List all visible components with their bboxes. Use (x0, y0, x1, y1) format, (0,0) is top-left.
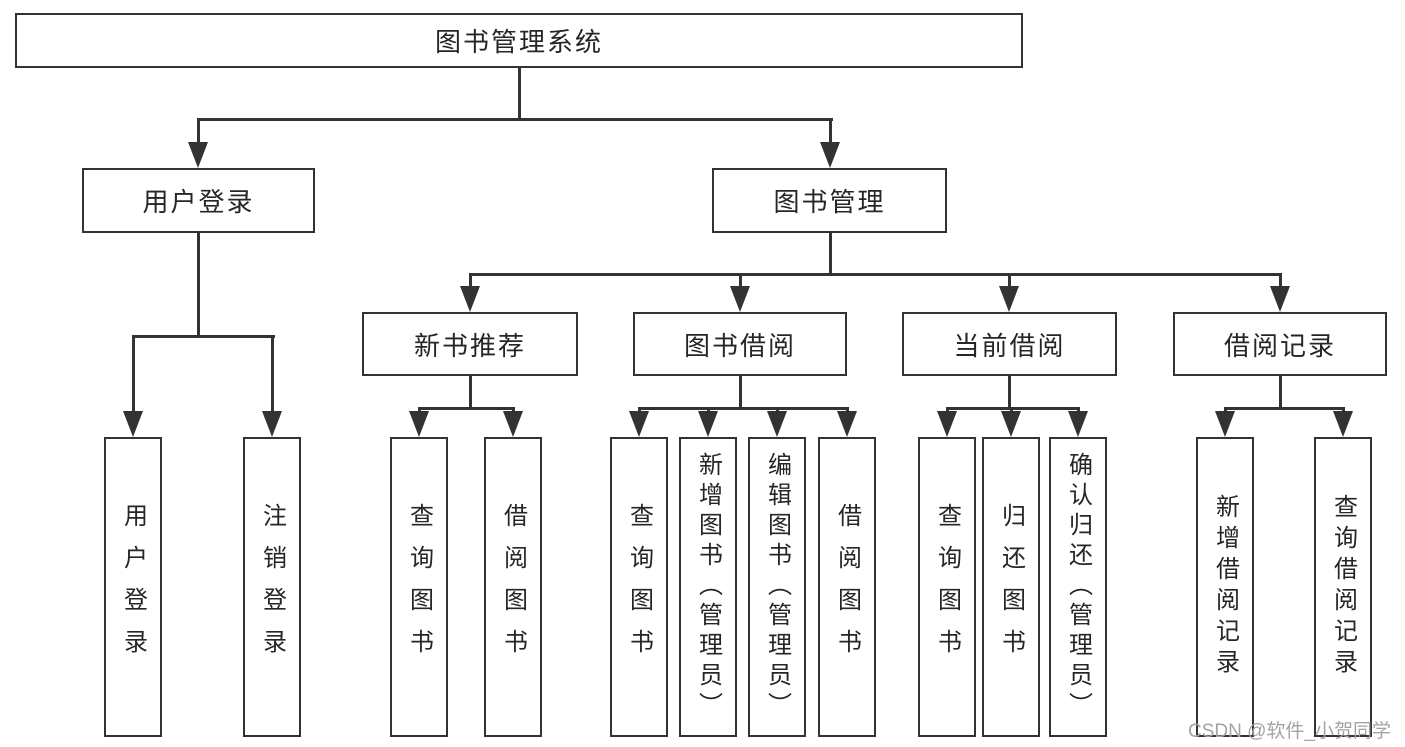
node-root: 图书管理系统 (15, 13, 1023, 68)
node-user-login: 用户登录 (82, 168, 315, 233)
arrow-down-icon (1333, 411, 1353, 437)
node-borrow-record: 借阅记录 (1173, 312, 1387, 376)
arrow-down-icon (123, 411, 143, 437)
connector-line (518, 68, 521, 120)
node-new-book-recommend: 新书推荐 (362, 312, 578, 376)
leaf-bb-add-books-admin: 新增图书（管理员） (679, 437, 737, 737)
connector-line (829, 118, 832, 146)
arrow-down-icon (1068, 411, 1088, 437)
arrow-down-icon (1270, 286, 1290, 312)
node-book-management: 图书管理 (712, 168, 947, 233)
arrow-down-icon (629, 411, 649, 437)
arrow-down-icon (409, 411, 429, 437)
connector-line (739, 374, 742, 410)
leaf-cb-query-books: 查询图书 (918, 437, 976, 737)
connector-line (1008, 374, 1011, 410)
leaf-logout: 注销登录 (243, 437, 301, 737)
connector-line (197, 118, 200, 146)
leaf-cb-return-books: 归还图书 (982, 437, 1040, 737)
leaf-bb-borrow-books: 借阅图书 (818, 437, 876, 737)
connector-line (1008, 273, 1011, 289)
connector-line (132, 335, 135, 415)
leaf-bb-query-books: 查询图书 (610, 437, 668, 737)
leaf-cb-confirm-return-admin: 确认归还（管理员） (1049, 437, 1107, 737)
connector-line (469, 273, 472, 289)
leaf-br-query-record: 查询借阅记录 (1314, 437, 1372, 737)
connector-line (469, 273, 1282, 276)
connector-line (132, 335, 275, 338)
arrow-down-icon (999, 286, 1019, 312)
connector-line (739, 273, 742, 289)
arrow-down-icon (937, 411, 957, 437)
node-book-borrow: 图书借阅 (633, 312, 847, 376)
node-current-borrow: 当前借阅 (902, 312, 1117, 376)
connector-line (197, 118, 833, 121)
connector-line (197, 233, 200, 337)
arrow-down-icon (698, 411, 718, 437)
leaf-br-add-record: 新增借阅记录 (1196, 437, 1254, 737)
leaf-nb-query-books: 查询图书 (390, 437, 448, 737)
arrow-down-icon (262, 411, 282, 437)
connector-line (638, 407, 849, 410)
arrow-down-icon (820, 142, 840, 168)
connector-line (418, 407, 515, 410)
arrow-down-icon (503, 411, 523, 437)
arrow-down-icon (730, 286, 750, 312)
connector-line (946, 407, 1080, 410)
leaf-bb-edit-books-admin: 编辑图书（管理员） (748, 437, 806, 737)
arrow-down-icon (460, 286, 480, 312)
arrow-down-icon (188, 142, 208, 168)
arrow-down-icon (1215, 411, 1235, 437)
connector-line (829, 233, 832, 276)
connector-line (469, 374, 472, 410)
leaf-nb-borrow-books: 借阅图书 (484, 437, 542, 737)
connector-line (271, 335, 274, 415)
connector-line (1224, 407, 1345, 410)
watermark: CSDN @软件_小贺同学 (1188, 721, 1391, 742)
connector-line (1279, 374, 1282, 410)
arrow-down-icon (1001, 411, 1021, 437)
arrow-down-icon (837, 411, 857, 437)
arrow-down-icon (767, 411, 787, 437)
connector-line (1279, 273, 1282, 289)
leaf-user-login: 用户登录 (104, 437, 162, 737)
